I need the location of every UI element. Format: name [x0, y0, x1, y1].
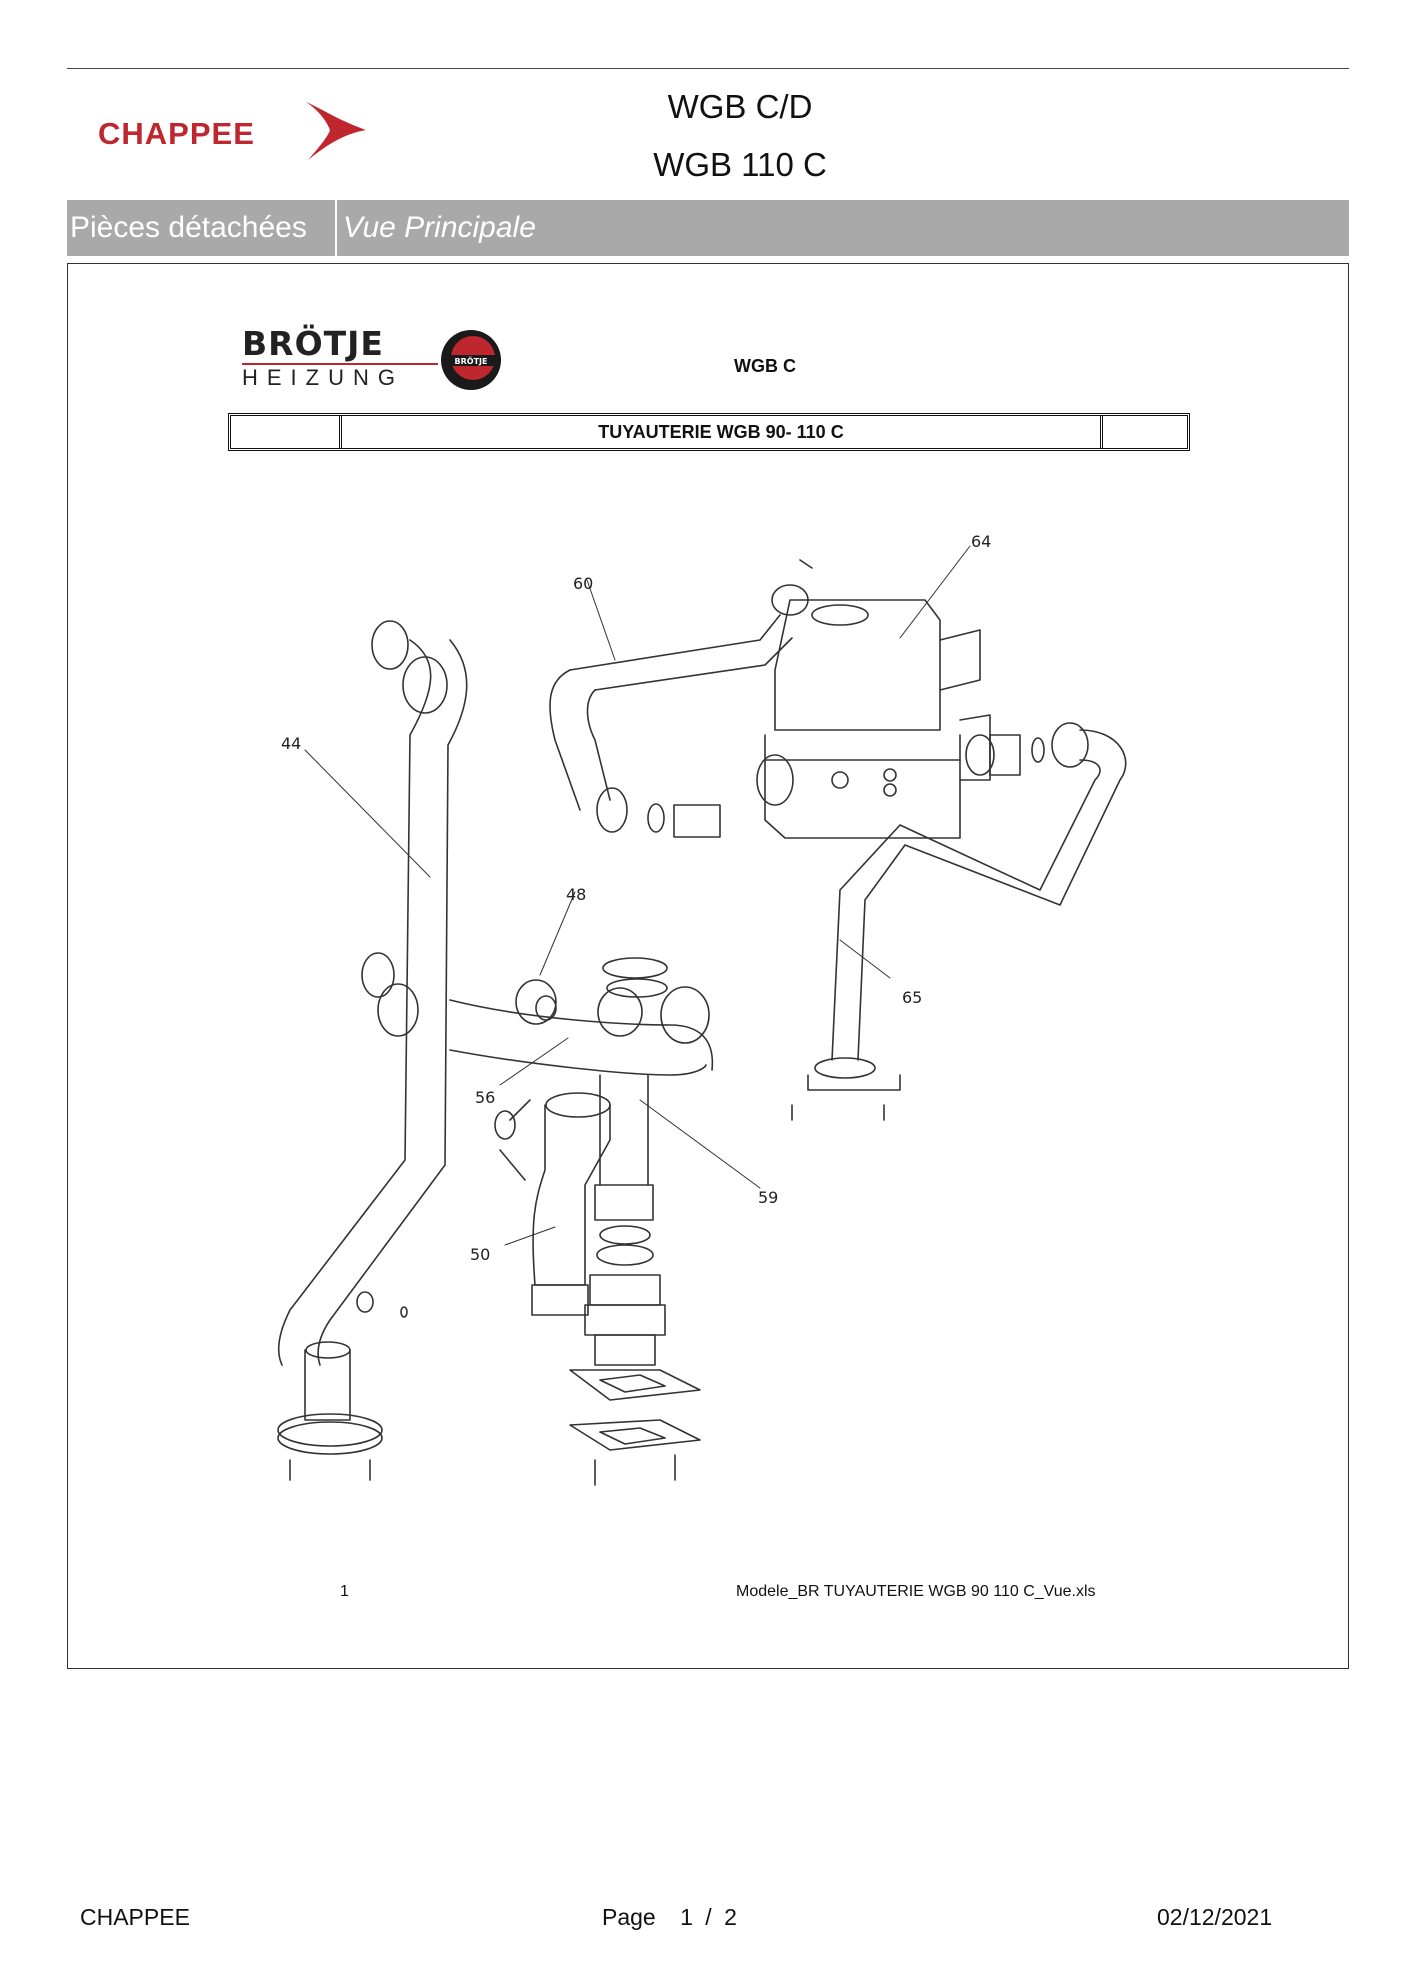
- brotje-disc-icon: BRÖTJE: [441, 330, 501, 390]
- brotje-disc-text: BRÖTJE: [455, 356, 488, 366]
- brotje-subtitle: HEIZUNG: [242, 365, 404, 390]
- drawing-frame: [67, 263, 1349, 1669]
- callout-65: 65: [902, 988, 923, 1007]
- leader-lines: [304, 545, 971, 1246]
- sheet-number: 1: [340, 1583, 349, 1600]
- footer-company: CHAPPEE: [80, 1904, 190, 1930]
- pipe-59: [584, 1074, 666, 1366]
- callout-44: 44: [281, 734, 302, 753]
- callout-48: 48: [566, 885, 587, 904]
- pipe-44: [278, 620, 468, 1366]
- source-file-name: Modele_BR TUYAUTERIE WGB 90 110 C_Vue.xl…: [736, 1583, 1096, 1600]
- callout-50: 50: [470, 1245, 491, 1264]
- title-table: TUYAUTERIE WGB 90- 110 C: [228, 413, 1190, 451]
- footer-page: Page 1 / 2: [602, 1904, 737, 1931]
- doc-code: WGB C: [734, 356, 796, 376]
- gas-valve-64: [756, 559, 991, 839]
- chappee-logo: CHAPPEE: [98, 100, 368, 170]
- chappee-arrow-icon: [306, 102, 366, 160]
- section-label: Pièces détachées: [67, 200, 335, 256]
- footer-page-label: Page: [602, 1904, 656, 1930]
- callout-59: 59: [758, 1188, 779, 1207]
- footer-page-current: 1: [680, 1904, 693, 1930]
- chappee-wordmark: CHAPPEE: [98, 116, 255, 151]
- brotje-underline: [242, 363, 438, 365]
- model-title-line1: WGB C/D: [667, 88, 813, 125]
- fittings-right: [965, 722, 1089, 776]
- brotje-logo: BRÖTJE HEIZUNG BRÖTJE: [242, 327, 512, 393]
- pipe-65: [791, 729, 1127, 1121]
- callout-60: 60: [573, 574, 594, 593]
- pipe-60: [549, 584, 809, 838]
- pipe-56: [449, 957, 714, 1076]
- model-title-line2: WGB 110 C: [653, 146, 827, 183]
- flange-left: [277, 1291, 408, 1481]
- top-rule: [67, 68, 1349, 69]
- exploded-piping-drawing: [277, 545, 1127, 1486]
- brotje-wordmark: BRÖTJE: [242, 324, 384, 363]
- footer-date: 02/12/2021: [1157, 1904, 1273, 1930]
- callout-56: 56: [475, 1088, 496, 1107]
- footer-page-separator: /: [705, 1904, 712, 1930]
- title-table-cell-left: [231, 416, 342, 448]
- callout-64: 64: [971, 532, 992, 551]
- fitting-50: [494, 1092, 611, 1316]
- title-table-title: TUYAUTERIE WGB 90- 110 C: [598, 422, 844, 442]
- gasket-plates: [569, 1369, 701, 1486]
- view-label: Vue Principale: [337, 200, 1349, 256]
- title-table-cell-right: [1100, 416, 1187, 448]
- footer-page-total: 2: [724, 1904, 737, 1930]
